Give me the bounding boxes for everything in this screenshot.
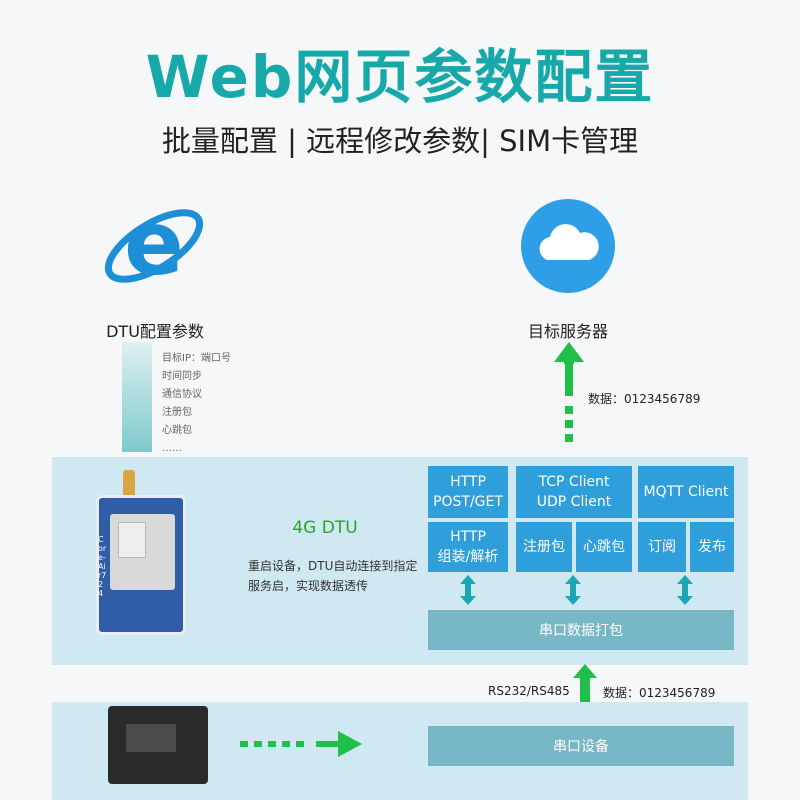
page-title: Web网页参数配置: [145, 43, 655, 111]
sim-chip-icon: [118, 522, 146, 558]
plc-panel: [126, 724, 176, 752]
packet-bar: 串口数据打包: [428, 610, 734, 650]
param-item: 时间同步: [162, 371, 202, 382]
serial-up-arrow-icon: [573, 664, 597, 708]
bidirectional-arrow-icon: [565, 575, 581, 605]
upload-data-label: 数据：0123456789: [588, 392, 701, 406]
serial-device-bar: 串口设备: [428, 726, 734, 766]
module-label: Core-Air724: [98, 535, 107, 598]
serial-data-label: 数据：0123456789: [603, 686, 716, 700]
heartbeat-packet-box: 心跳包: [576, 522, 632, 572]
dtu-label: 4G DTU: [292, 518, 358, 538]
browser-caption: DTU配置参数: [106, 322, 204, 341]
param-item: 通信协议: [162, 389, 202, 400]
publish-box: 发布: [690, 522, 734, 572]
browser-icon: e: [104, 192, 204, 295]
server-caption: 目标服务器: [527, 322, 608, 341]
params-list: 目标IP：端口号 时间同步 通信协议 注册包 心跳包 ……: [162, 350, 231, 458]
params-block: [122, 342, 152, 452]
param-item: 注册包: [162, 407, 192, 418]
svg-text:e: e: [124, 192, 184, 295]
param-item: 心跳包: [162, 425, 192, 436]
bidirectional-arrow-icon: [460, 575, 476, 605]
dtu-description: 重启设备，DTU自动连接到指定服务启，实现数据透传: [248, 559, 418, 593]
page-subtitle: 批量配置 | 远程修改参数| SIM卡管理: [161, 124, 639, 158]
subscribe-box: 订阅: [638, 522, 686, 572]
http-postget-box: HTTP POST/GET: [428, 466, 508, 518]
bidirectional-arrow-icon: [677, 575, 693, 605]
http-parse-box: HTTP 组装/解析: [428, 522, 508, 572]
tcp-udp-box: TCP Client UDP Client: [516, 466, 632, 518]
data-flow-arrow-icon: [240, 731, 362, 757]
upload-arrow-icon: [554, 342, 584, 442]
serial-interface-label: RS232/RS485: [488, 684, 570, 698]
cloud-icon: [521, 199, 615, 293]
register-packet-box: 注册包: [516, 522, 572, 572]
mqtt-client-box: MQTT Client: [638, 466, 734, 518]
param-item: ……: [162, 443, 182, 454]
param-item: 目标IP：端口号: [162, 353, 231, 364]
